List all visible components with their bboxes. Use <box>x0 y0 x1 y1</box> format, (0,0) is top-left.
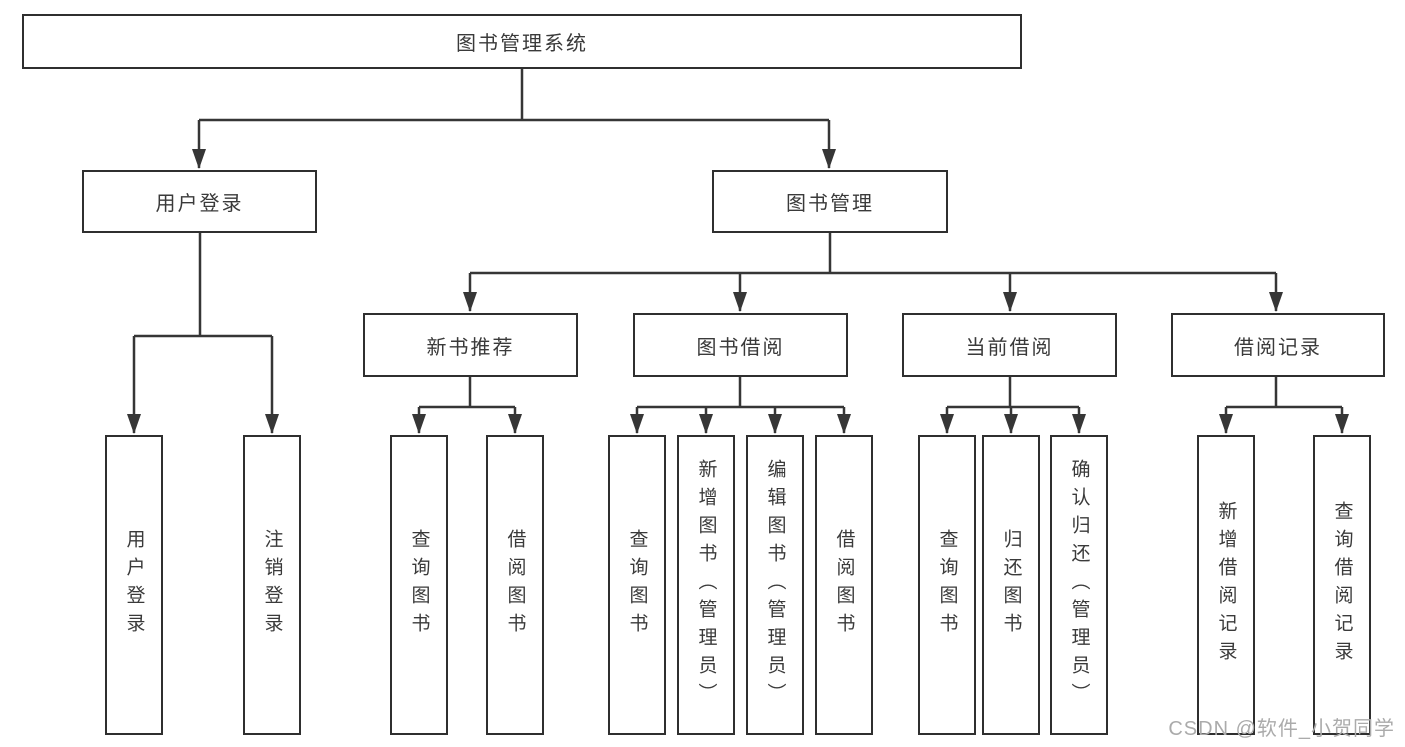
leaf-current-query-books: 查询图书 <box>918 435 976 735</box>
node-borrow-records: 借阅记录 <box>1171 313 1385 377</box>
leaf-user-login: 用户登录 <box>105 435 163 735</box>
node-book-management: 图书管理 <box>712 170 948 233</box>
node-current-borrow: 当前借阅 <box>902 313 1117 377</box>
node-user-login-branch: 用户登录 <box>82 170 317 233</box>
watermark-text: CSDN @软件_小贺同学 <box>1168 718 1395 740</box>
leaf-borrow-edit-books-admin: 编辑图书（管理员） <box>746 435 804 735</box>
leaf-records-query-record: 查询借阅记录 <box>1313 435 1371 735</box>
node-book-borrow: 图书借阅 <box>633 313 848 377</box>
leaf-borrow-borrow-books: 借阅图书 <box>815 435 873 735</box>
leaf-current-return-books: 归还图书 <box>982 435 1040 735</box>
node-root: 图书管理系统 <box>22 14 1022 69</box>
leaf-logout: 注销登录 <box>243 435 301 735</box>
leaf-records-add-record: 新增借阅记录 <box>1197 435 1255 735</box>
leaf-borrow-query-books: 查询图书 <box>608 435 666 735</box>
node-new-book-recommend: 新书推荐 <box>363 313 578 377</box>
leaf-recommend-borrow-books: 借阅图书 <box>486 435 544 735</box>
leaf-borrow-add-books-admin: 新增图书（管理员） <box>677 435 735 735</box>
leaf-current-confirm-return-admin: 确认归还（管理员） <box>1050 435 1108 735</box>
leaf-recommend-query-books: 查询图书 <box>390 435 448 735</box>
